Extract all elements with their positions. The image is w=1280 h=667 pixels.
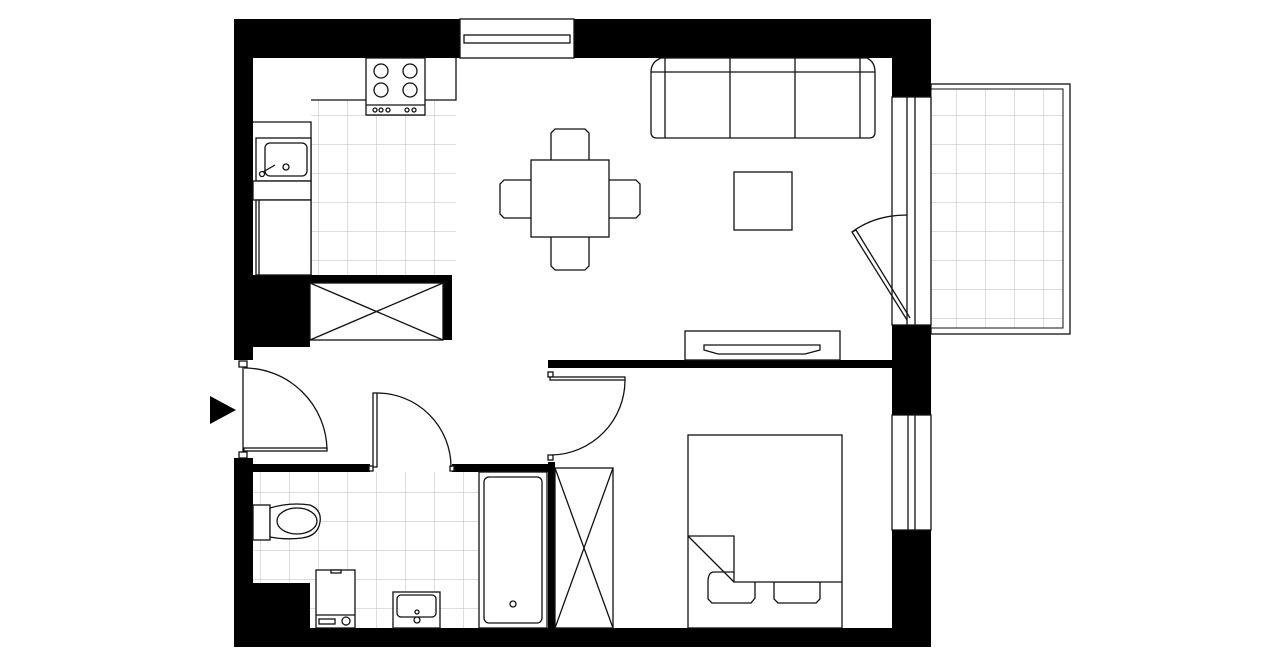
- dining-table: [530, 159, 610, 238]
- toilet-icon: [252, 503, 321, 541]
- entrance-door[interactable]: [238, 360, 328, 459]
- fridge: [255, 199, 312, 276]
- stove-icon: [365, 57, 426, 116]
- kitchen-sink-icon: [252, 137, 312, 201]
- dining-set: [499, 128, 641, 271]
- balcony-door[interactable]: [851, 96, 932, 326]
- coffee-table: [733, 171, 793, 231]
- window-bedroom: [891, 414, 932, 531]
- kitchen-tiles: [311, 100, 456, 275]
- tv-icon: [684, 330, 841, 361]
- balcony: [930, 83, 1071, 335]
- walls: [234, 19, 931, 647]
- bathroom-sink-icon: [392, 591, 441, 629]
- bed-icon: [687, 434, 843, 629]
- bedroom-wardrobe: [554, 467, 614, 629]
- bedroom-door[interactable]: [547, 371, 626, 461]
- bathtub-icon: [478, 471, 548, 629]
- window-top: [459, 18, 575, 59]
- sofa-icon: [650, 57, 876, 139]
- bathroom-door[interactable]: [368, 392, 455, 472]
- washing-machine-icon: [315, 569, 356, 629]
- kitchen-wardrobe: [309, 282, 444, 341]
- entrance-arrow-icon: [210, 396, 236, 424]
